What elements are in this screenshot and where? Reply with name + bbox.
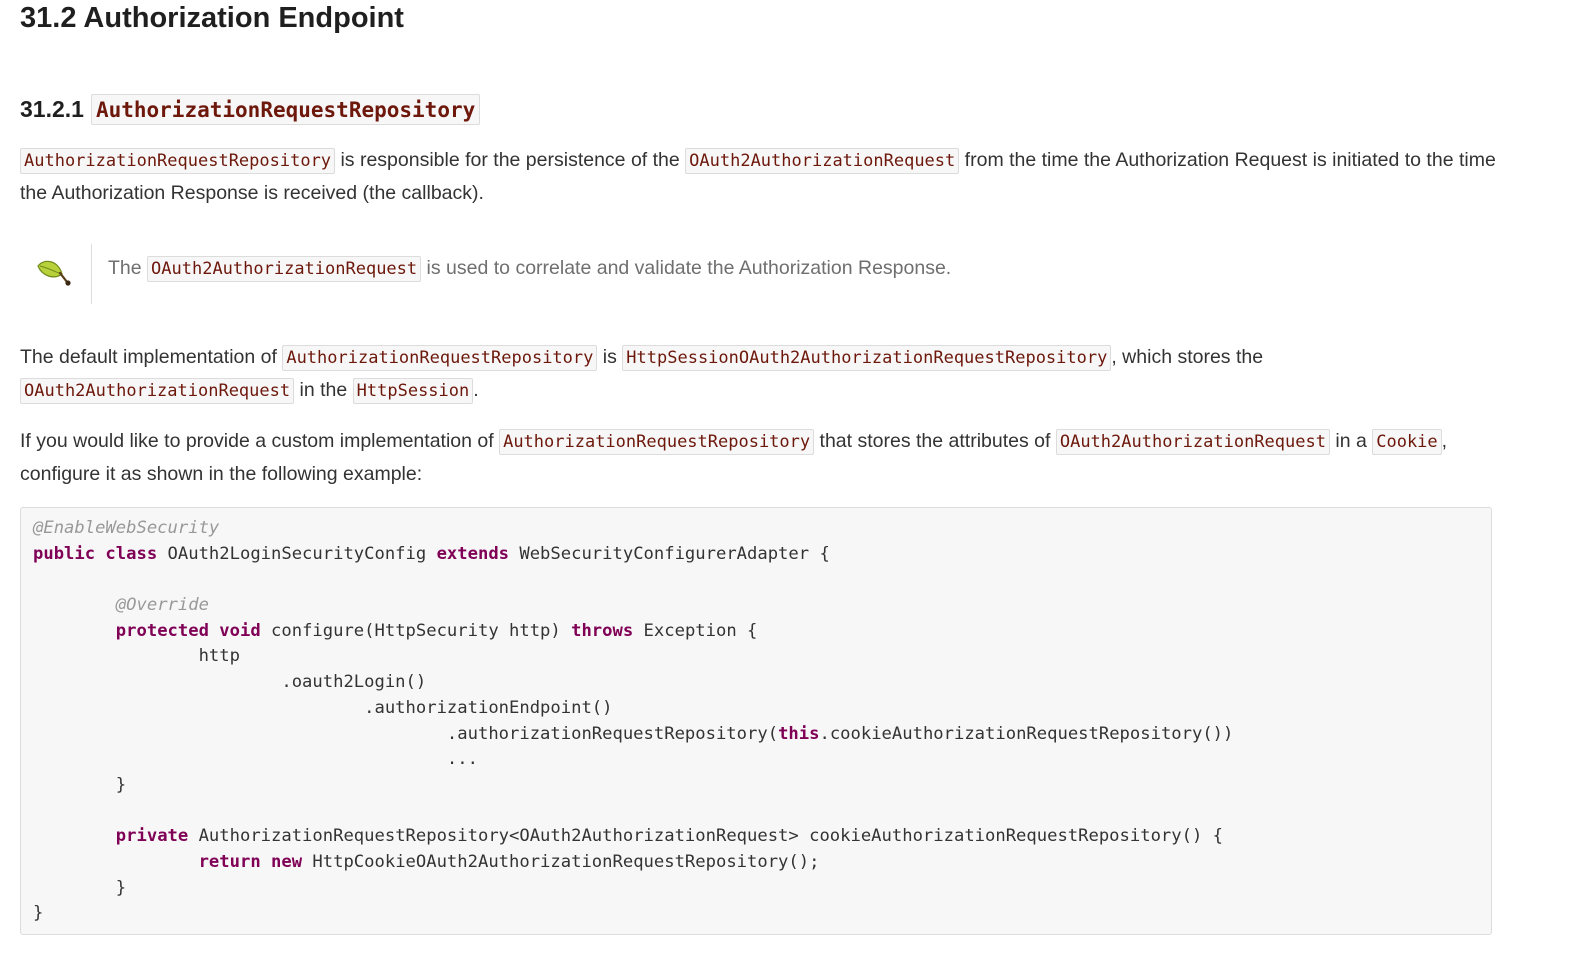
code-line: protected void configure(HttpSecurity ht… [33, 619, 1479, 645]
code-line [33, 799, 1479, 825]
code-line [33, 567, 1479, 593]
paragraph-text: in the [294, 379, 353, 401]
intro-paragraph: AuthorizationRequestRepository is respon… [20, 144, 1520, 209]
code-token: .cookieAuthorizationRequestRepository()) [819, 723, 1234, 744]
section-heading: 31.2 Authorization Endpoint [20, 2, 404, 34]
keyword-token: public class [33, 543, 158, 564]
code-token: AuthorizationRequestRepository<OAuth2Aut… [188, 826, 1224, 847]
code-line: } [33, 876, 1479, 902]
tip-admonition: The OAuth2AuthorizationRequest is used t… [20, 244, 1520, 306]
code-line: } [33, 773, 1479, 799]
code-line: public class OAuth2LoginSecurityConfig e… [33, 542, 1479, 568]
code-line: private AuthorizationRequestRepository<O… [33, 824, 1479, 850]
tip-text: The OAuth2AuthorizationRequest is used t… [108, 252, 1508, 285]
keyword-token: return new [198, 851, 303, 872]
paragraph-text: that stores the attributes of [814, 430, 1056, 452]
inline-code: AuthorizationRequestRepository [20, 148, 336, 174]
inline-code: OAuth2AuthorizationRequest [1055, 429, 1330, 455]
code-token: } [115, 877, 127, 898]
keyword-token: private [115, 826, 189, 847]
paragraph-text: The default implementation of [20, 346, 283, 368]
keyword-token: this [778, 723, 820, 744]
code-token: } [115, 774, 127, 795]
code-token: .authorizationRequestRepository( [446, 723, 779, 744]
code-token: ... [446, 749, 478, 770]
annotation-token: @EnableWebSecurity [33, 518, 220, 538]
paragraph-text: If you would like to provide a custom im… [20, 430, 500, 452]
tip-leaf-icon [34, 252, 78, 296]
custom-implementation-paragraph: If you would like to provide a custom im… [20, 425, 1520, 490]
tip-text-part: The [108, 257, 148, 279]
inline-code: Cookie [1372, 429, 1442, 455]
code-token: OAuth2LoginSecurityConfig [157, 543, 437, 564]
subsection-heading: 31.2.1 AuthorizationRequestRepository [20, 94, 481, 125]
tip-text-part: is used to correlate and validate the Au… [421, 257, 952, 279]
inline-code: AuthorizationRequestRepository [282, 345, 598, 371]
code-token: HttpCookieOAuth2AuthorizationRequestRepo… [302, 851, 820, 872]
code-token: Exception { [633, 620, 758, 641]
code-token: .oauth2Login() [281, 672, 427, 693]
code-line: ... [33, 747, 1479, 773]
inline-code: OAuth2AuthorizationRequest [685, 148, 960, 174]
code-token: } [33, 903, 44, 924]
code-line: } [33, 901, 1479, 927]
paragraph-text: , which stores the [1111, 346, 1264, 368]
paragraph-text: . [473, 379, 479, 401]
inline-code: OAuth2AuthorizationRequest [20, 378, 295, 404]
paragraph-text: in a [1329, 430, 1373, 452]
code-example: @EnableWebSecurity public class OAuth2Log… [20, 507, 1492, 935]
subsection-number: 31.2.1 [20, 96, 84, 122]
inline-code: AuthorizationRequestRepository [499, 429, 815, 455]
code-line: @Override [33, 593, 1479, 619]
paragraph-text: is [597, 346, 623, 368]
code-line: http [33, 644, 1479, 670]
paragraph-text: from the time the Authorization Request … [20, 149, 1496, 204]
default-implementation-paragraph: The default implementation of Authorizat… [20, 341, 1520, 407]
inline-code: OAuth2AuthorizationRequest [147, 256, 422, 282]
code-token: configure(HttpSecurity http) [260, 620, 572, 641]
code-token: WebSecurityConfigurerAdapter { [509, 543, 830, 564]
keyword-token: protected void [115, 620, 261, 641]
code-token: .authorizationEndpoint() [364, 697, 613, 718]
keyword-token: throws [571, 620, 634, 641]
paragraph-text: is responsible for the persistence of th… [335, 149, 686, 171]
code-listing: @EnableWebSecurity public class OAuth2Log… [21, 508, 1491, 935]
tip-divider [91, 244, 92, 304]
code-line: @EnableWebSecurity [33, 516, 1479, 542]
code-line: .oauth2Login() [33, 670, 1479, 696]
code-token: http [198, 646, 240, 667]
code-line: .authorizationEndpoint() [33, 696, 1479, 722]
subsection-code-title: AuthorizationRequestRepository [90, 94, 481, 125]
inline-code: HttpSession [352, 378, 474, 404]
code-line: .authorizationRequestRepository(this.coo… [33, 722, 1479, 748]
paragraph-text: , configure it as shown in the following… [20, 430, 1448, 485]
annotation-token: @Override [115, 595, 209, 616]
keyword-token: extends [436, 543, 510, 564]
inline-code: HttpSessionOAuth2AuthorizationRequestRep… [622, 345, 1112, 371]
code-line: return new HttpCookieOAuth2Authorization… [33, 850, 1479, 876]
